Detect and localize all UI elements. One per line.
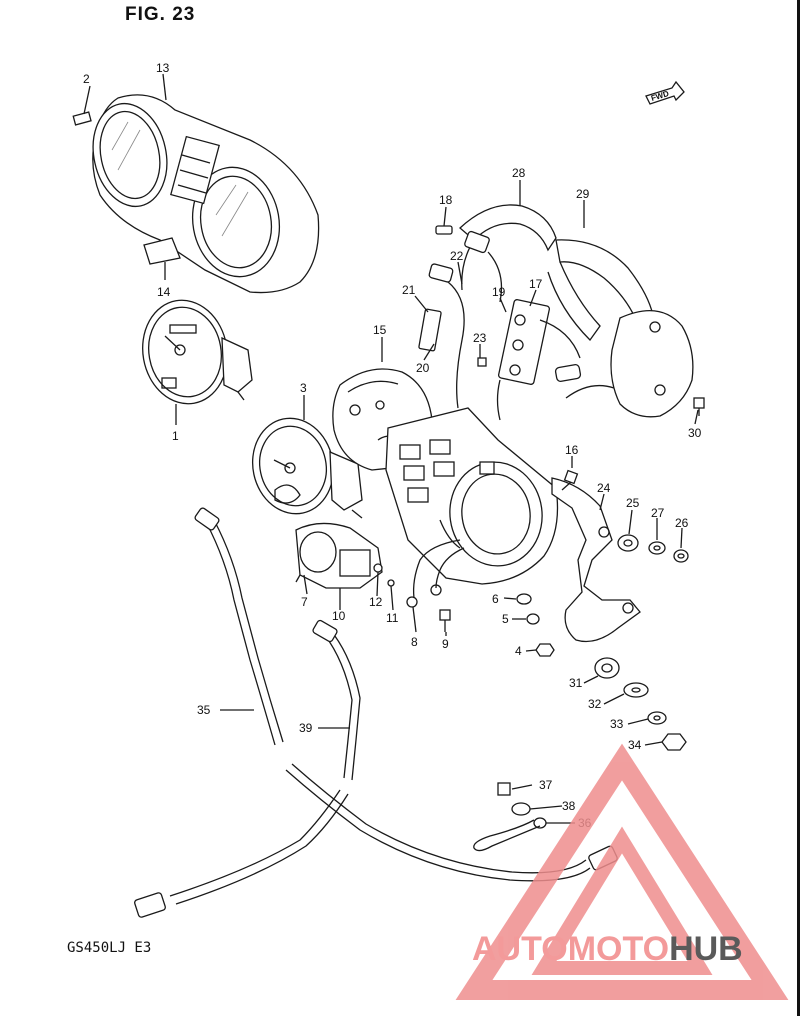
callout-25: 25 bbox=[626, 496, 640, 510]
speedometer-cable bbox=[194, 507, 618, 882]
figure-title: FIG. 23 bbox=[125, 4, 196, 25]
page-edge-line bbox=[797, 0, 800, 1016]
meter-bracket bbox=[551, 477, 641, 643]
callout-1: 1 bbox=[172, 429, 179, 443]
sub-meter-housing bbox=[295, 522, 383, 589]
wiring-harness bbox=[418, 225, 582, 421]
callout-32: 32 bbox=[588, 697, 602, 711]
bulb-wires bbox=[412, 539, 465, 599]
callout-34: 34 bbox=[628, 738, 642, 752]
callout-11: 11 bbox=[386, 611, 399, 625]
tachometer bbox=[251, 417, 363, 519]
meter-assembly bbox=[72, 94, 320, 294]
watermark-triangle-icon bbox=[455, 743, 789, 1000]
callout-35: 35 bbox=[197, 703, 211, 717]
fwd-arrow-mark: FWD bbox=[645, 80, 685, 105]
callout-3: 3 bbox=[300, 381, 307, 395]
callout-27: 27 bbox=[651, 506, 665, 520]
callout-39: 39 bbox=[299, 721, 313, 735]
tachometer-cable bbox=[134, 619, 361, 918]
callout-33: 33 bbox=[610, 717, 624, 731]
callout-12: 12 bbox=[369, 595, 383, 609]
callout-22: 22 bbox=[450, 249, 464, 263]
callout-5: 5 bbox=[502, 612, 509, 626]
model-code: GS450LJ E3 bbox=[67, 940, 152, 956]
callout-16: 16 bbox=[565, 443, 579, 457]
callout-19: 19 bbox=[492, 285, 506, 299]
callout-26: 26 bbox=[675, 516, 689, 530]
callout-38: 38 bbox=[562, 799, 576, 813]
callout-13: 13 bbox=[156, 61, 170, 75]
callout-labels: 2 13 14 1 3 15 28 29 18 22 21 19 17 20 2… bbox=[83, 61, 702, 830]
callout-17: 17 bbox=[529, 277, 543, 291]
callout-4: 4 bbox=[515, 644, 522, 658]
callout-18: 18 bbox=[439, 193, 453, 207]
callout-20: 20 bbox=[416, 361, 430, 375]
callout-9: 9 bbox=[442, 637, 449, 651]
callout-29: 29 bbox=[576, 187, 590, 201]
callout-24: 24 bbox=[597, 481, 611, 495]
watermark-brand: AUTOMOTOHUB bbox=[472, 930, 743, 969]
callout-31: 31 bbox=[569, 676, 583, 690]
callout-14: 14 bbox=[157, 285, 171, 299]
callout-6: 6 bbox=[492, 592, 499, 606]
watermark-brand-text: AUTOMOTO bbox=[472, 930, 670, 968]
callout-15: 15 bbox=[373, 323, 387, 337]
callout-21: 21 bbox=[402, 283, 416, 297]
automotohub-watermark bbox=[455, 743, 789, 1000]
callout-10: 10 bbox=[332, 609, 346, 623]
callout-30: 30 bbox=[688, 426, 702, 440]
fasteners bbox=[373, 357, 705, 852]
callout-2: 2 bbox=[83, 72, 90, 86]
leader-lines bbox=[83, 73, 699, 824]
watermark-brand-text-dark: HUB bbox=[669, 930, 743, 968]
rear-cover-29 bbox=[547, 239, 694, 418]
callout-7: 7 bbox=[301, 595, 308, 609]
meter-case-main bbox=[385, 407, 559, 585]
callout-28: 28 bbox=[512, 166, 526, 180]
speedometer bbox=[142, 299, 253, 405]
callout-8: 8 bbox=[411, 635, 418, 649]
callout-37: 37 bbox=[539, 778, 553, 792]
callout-23: 23 bbox=[473, 331, 487, 345]
